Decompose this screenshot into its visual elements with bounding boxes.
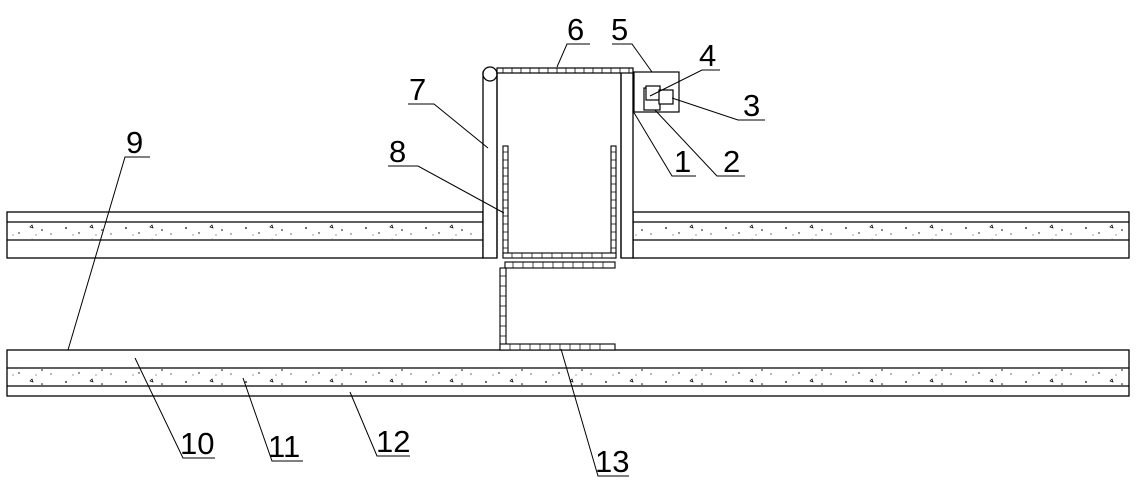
label-7: 7: [409, 72, 426, 107]
label-9: 9: [126, 125, 143, 160]
label-3: 3: [743, 88, 760, 123]
door-leaf-right: [620, 71, 634, 259]
lower-slab: [6, 349, 1130, 397]
control-box: [633, 71, 680, 113]
label-1: 1: [674, 144, 691, 179]
side-rail-plates: [502, 145, 617, 259]
lower-shaft-container: [499, 261, 616, 351]
top-cover-plate: [496, 67, 634, 74]
label-10: 10: [180, 426, 214, 461]
label-8: 8: [389, 134, 406, 169]
upper-slab-right: [632, 211, 1130, 259]
label-4: 4: [699, 38, 716, 73]
part-labels: 6 5 4 3 2 1 7 8 9 10 11 12 13: [126, 12, 760, 479]
label-13: 13: [595, 444, 629, 479]
label-6: 6: [567, 12, 584, 47]
label-12: 12: [376, 424, 410, 459]
label-11: 11: [268, 429, 300, 464]
label-2: 2: [723, 144, 740, 179]
upper-chamber: [496, 73, 622, 258]
upper-slab-left: [6, 211, 484, 259]
door-leaf-left: [482, 66, 498, 259]
label-5: 5: [611, 12, 628, 47]
leader-lines: [67, 43, 765, 477]
